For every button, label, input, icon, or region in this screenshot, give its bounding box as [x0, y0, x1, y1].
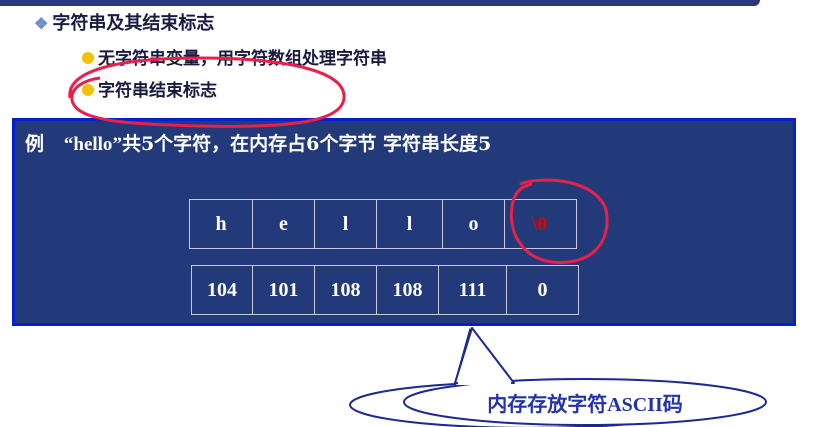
char-cell: l	[376, 200, 442, 248]
code-cell: 108	[376, 266, 438, 314]
yellow-dot-icon	[82, 51, 94, 64]
example-title: 例 “hello”共5个字符，在内存占6个字节 字符串长度5	[25, 129, 491, 156]
example-panel: 例 “hello”共5个字符，在内存占6个字节 字符串长度5 h e l l o…	[12, 118, 796, 326]
char-cell: o	[442, 200, 504, 248]
sub-bullet-1-text: 无字符串变量，用字符数组处理字符串	[98, 49, 387, 69]
code-cell: 108	[314, 266, 376, 314]
sub-bullet-2-text: 字符串结束标志	[98, 81, 217, 101]
char-row: h e l l o \0	[189, 199, 577, 249]
sub-bullet-2: 字符串结束标志	[82, 76, 217, 101]
callout-label: 内存存放字符ASCII码	[487, 393, 683, 416]
char-cell: h	[215, 212, 227, 235]
heading-text: 字符串及其结束标志	[52, 13, 215, 34]
example-word: hello	[73, 134, 113, 155]
slide-top-bar	[0, 0, 760, 6]
callout-pointer	[454, 327, 515, 384]
code-cell: 101	[252, 266, 314, 314]
heading-bullet: ❖字符串及其结束标志	[34, 9, 214, 35]
example-prefix: 例	[25, 133, 45, 155]
sub-bullet-1: 无字符串变量，用字符数组处理字符串	[82, 44, 387, 69]
code-cell: 111	[438, 266, 506, 314]
diamond-bullet-icon: ❖	[34, 14, 49, 33]
char-cell: e	[252, 200, 314, 248]
code-cell: 104	[207, 278, 237, 301]
open-quote: “	[63, 134, 74, 155]
close-quote: ”	[112, 134, 122, 155]
code-cell: 0	[506, 266, 578, 314]
null-char-cell: \0	[504, 200, 574, 248]
code-row: 104 101 108 108 111 0	[191, 265, 579, 315]
char-cell: l	[314, 200, 376, 248]
yellow-dot-icon	[82, 83, 94, 96]
example-description: 共5个字符，在内存占6个字节 字符串长度5	[121, 133, 492, 155]
